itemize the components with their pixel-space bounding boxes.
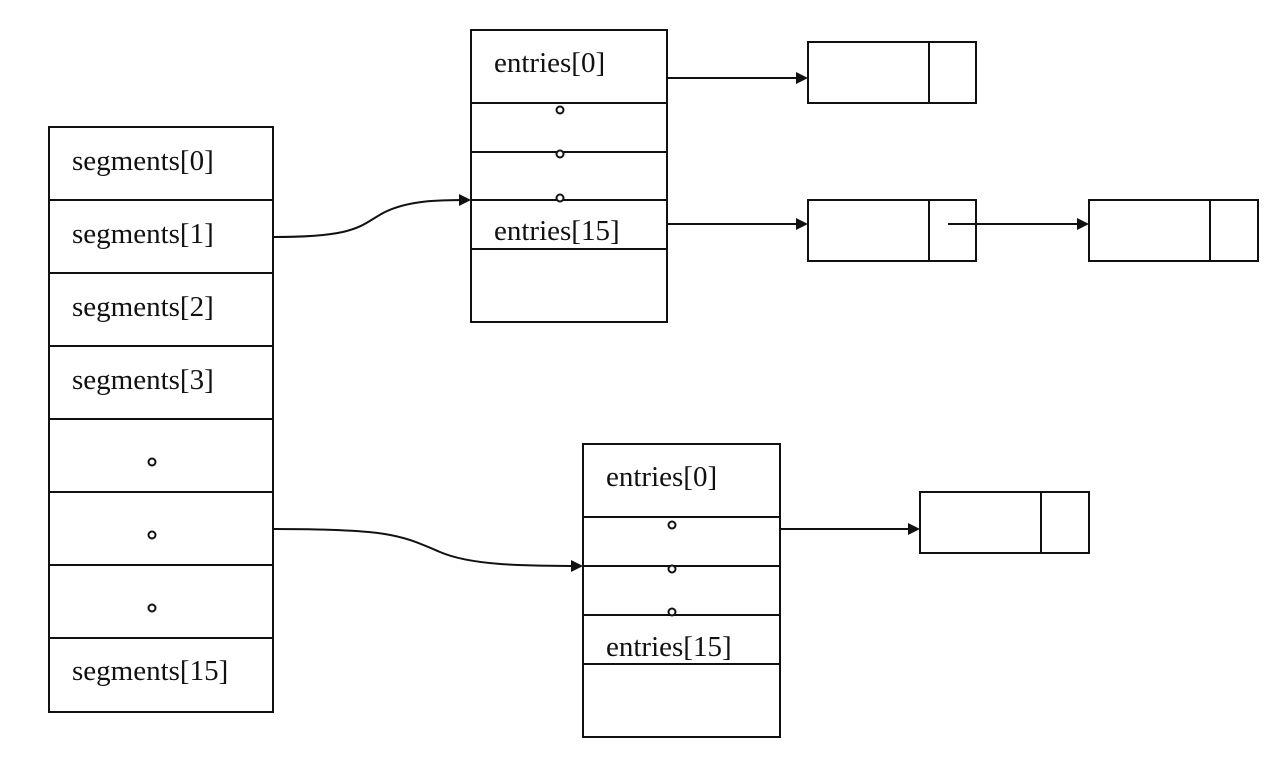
ellipsis-dot: [555, 193, 565, 203]
segment-label-0: segments[0]: [72, 145, 214, 177]
list-node-frame: [919, 491, 1090, 554]
entries-table-bottom: entries[0] entries[15]: [582, 443, 781, 738]
list-node: [807, 41, 977, 104]
segment-label-15: segments[15]: [72, 655, 228, 687]
list-node: [919, 491, 1090, 554]
connector-arrow: [272, 194, 471, 238]
segment-label-2: segments[2]: [72, 291, 214, 323]
entries-table-top: entries[0] entries[15]: [470, 29, 668, 323]
entries-bottom-label-first: entries[0]: [606, 461, 717, 493]
ellipsis-dot: [147, 603, 157, 613]
connector-arrow: [272, 528, 583, 572]
ellipsis-dot: [667, 564, 677, 574]
entries-table-top-frame: [470, 29, 668, 323]
ellipsis-dot: [147, 530, 157, 540]
ellipsis-dot: [667, 607, 677, 617]
list-node-frame: [807, 41, 977, 104]
ellipsis-dot: [147, 457, 157, 467]
entries-top-label-last: entries[15]: [494, 215, 620, 247]
segment-label-1: segments[1]: [72, 218, 214, 250]
ellipsis-dot: [555, 149, 565, 159]
list-node: [807, 199, 977, 262]
segment-label-3: segments[3]: [72, 364, 214, 396]
entries-top-label-first: entries[0]: [494, 47, 605, 79]
ellipsis-dot: [555, 105, 565, 115]
ellipsis-dot: [667, 520, 677, 530]
list-node-frame: [807, 199, 977, 262]
list-node: [1088, 199, 1259, 262]
entries-bottom-label-last: entries[15]: [606, 631, 732, 663]
segments-table: segments[0] segments[1] segments[2] segm…: [48, 126, 274, 713]
list-node-frame: [1088, 199, 1259, 262]
entries-table-bottom-frame: [582, 443, 781, 738]
